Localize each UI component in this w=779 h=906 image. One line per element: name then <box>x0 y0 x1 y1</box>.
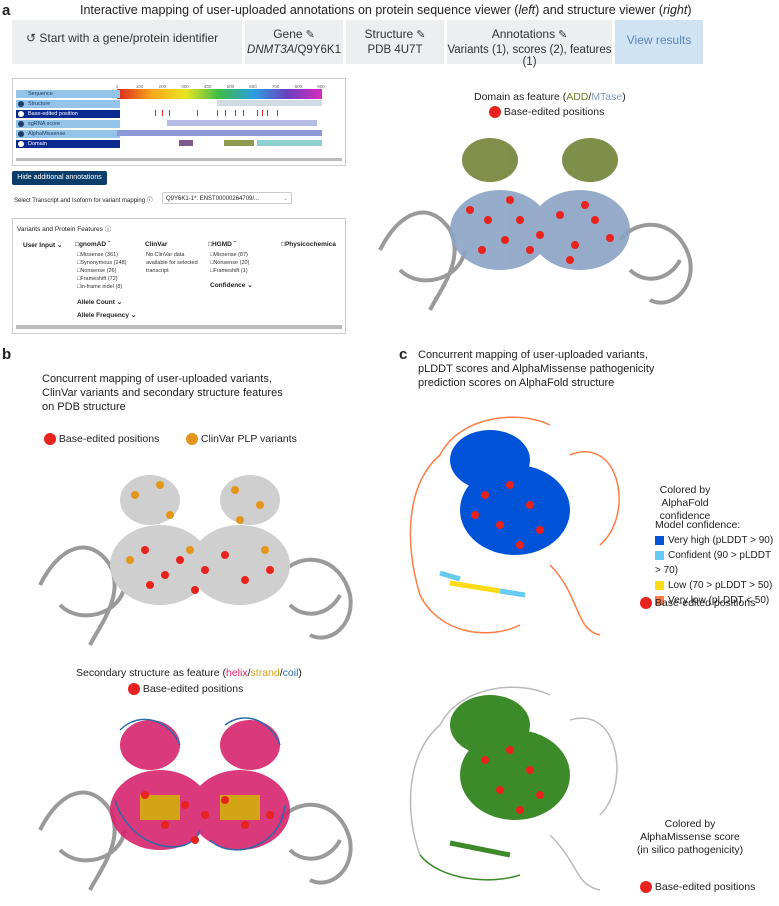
swatch-low <box>655 580 664 590</box>
panel-letter-b: b <box>2 346 12 363</box>
track-sgrna[interactable]: sgRNA score <box>16 120 120 128</box>
ruler-tick-label: 900 <box>317 84 325 89</box>
protein-structure-a <box>378 138 693 311</box>
track-structure[interactable]: Structure <box>16 100 120 108</box>
info-icon: ⓘ <box>104 226 112 233</box>
track-sequence[interactable]: Sequence <box>16 90 120 98</box>
swatch-confident <box>655 550 664 560</box>
edit-icon: ✎ <box>416 29 426 41</box>
legend-base-edited-c2: Base-edited positions <box>640 880 755 895</box>
panel-c-caption: Concurrent mapping of user-uploaded vari… <box>418 349 655 389</box>
chevron-down-icon: ⌄ <box>282 196 288 202</box>
ruler-tick-label: 700 <box>272 84 280 89</box>
transcript-label: Select Transcript and Isoform for varian… <box>14 198 153 204</box>
sequence-viewer: 1 100 200 300 400 500 600 700 800 900 Sequence St… <box>12 78 346 166</box>
alphafold-structure-alphamissense <box>409 686 618 891</box>
domain-feature-caption: Domain as feature (ADD/MTase) <box>474 91 626 103</box>
hgmd-items: □Missense (87) □Nonsense (20) □Frameshif… <box>210 252 250 274</box>
step-start[interactable]: ↺ Start with a gene/protein identifier <box>12 20 242 64</box>
sequence-track-bar <box>117 89 322 99</box>
legend-base-edited-c1: Base-edited positions <box>640 596 755 611</box>
hgmd-toggle[interactable]: □HGMD ˆ <box>208 241 236 248</box>
confidence-legend: Model confidence: Very high (pLDDT > 90)… <box>655 519 774 606</box>
track-content <box>117 100 322 146</box>
allele-frequency-toggle[interactable]: Allele Frequency ⌄ <box>77 312 137 319</box>
alphafold-structure-plddt <box>409 416 620 636</box>
step-gene[interactable]: Gene✎ DNMT3A/Q9Y6K1 <box>245 20 343 64</box>
ruler-tick-label: 100 <box>136 84 144 89</box>
allele-count-toggle[interactable]: Allele Count ⌄ <box>77 299 123 306</box>
clinvar-toggle[interactable]: ClinVar <box>145 241 168 248</box>
panel-b-caption: Concurrent mapping of user-uploaded vari… <box>42 373 283 413</box>
ruler-tick-label: 300 <box>181 84 189 89</box>
secondary-structure-caption: Secondary structure as feature (helix/st… <box>76 667 302 679</box>
info-icon: ⓘ <box>146 198 153 204</box>
track-base-edited[interactable]: Base-edited position <box>16 110 120 118</box>
gnomad-toggle[interactable]: □gnomAD ˆ <box>75 241 111 248</box>
legend-clinvar-plp: ClinVar PLP variants <box>186 432 297 447</box>
horizontal-scrollbar[interactable] <box>16 325 342 329</box>
ruler-tick-label: 200 <box>159 84 167 89</box>
ruler-tick-label: 600 <box>249 84 257 89</box>
ruler-tick-label: 500 <box>227 84 235 89</box>
track-domain[interactable]: Domain <box>16 140 120 148</box>
legend-base-edited-b: Base-edited positions <box>44 432 159 447</box>
ruler-tick-label: 1 <box>116 84 119 89</box>
variants-panel: Variants and Protein Features ⓘ User Inp… <box>12 218 346 334</box>
edit-icon: ✎ <box>305 29 315 41</box>
gnomad-items: □Missense (361) □Synonymous (248) □Nonse… <box>77 252 127 290</box>
step-view-results[interactable]: View results <box>615 20 703 64</box>
confidence-toggle[interactable]: Confidence ⌄ <box>210 282 253 289</box>
user-input-toggle[interactable]: User Input ⌄ <box>23 242 63 249</box>
swatch-very-low <box>655 595 664 605</box>
transcript-select[interactable]: Q9Y6K1-1*: ENST00000264709/...⌄ <box>162 192 292 204</box>
protein-structure-b-secondary <box>38 717 353 891</box>
panel-letter-c: c <box>399 346 408 363</box>
variants-header: Variants and Protein Features ⓘ <box>17 226 112 233</box>
hide-annotations-button[interactable]: Hide additional annotations <box>12 171 107 185</box>
panel-a-title: Interactive mapping of user-uploaded ann… <box>80 3 692 17</box>
ruler-tick-label: 800 <box>295 84 303 89</box>
panel-letter-a: a <box>2 2 11 19</box>
legend-base-edited-a: Base-edited positions <box>489 105 604 120</box>
track-alphamissense[interactable]: AlphaMissense <box>16 130 120 138</box>
restart-icon: ↺ <box>26 31 37 45</box>
physicochemical-toggle[interactable]: □Physicochemica <box>281 241 336 248</box>
edit-icon: ✎ <box>558 29 568 41</box>
protein-structure-b-clinvar <box>38 475 353 646</box>
legend-base-edited-b2: Base-edited positions <box>128 682 243 697</box>
swatch-very-high <box>655 535 664 545</box>
step-annotations[interactable]: Annotations✎ Variants (1), scores (2), f… <box>447 20 612 68</box>
step-structure[interactable]: Structure✎ PDB 4U7T <box>346 20 444 64</box>
ruler-tick-label: 400 <box>204 84 212 89</box>
